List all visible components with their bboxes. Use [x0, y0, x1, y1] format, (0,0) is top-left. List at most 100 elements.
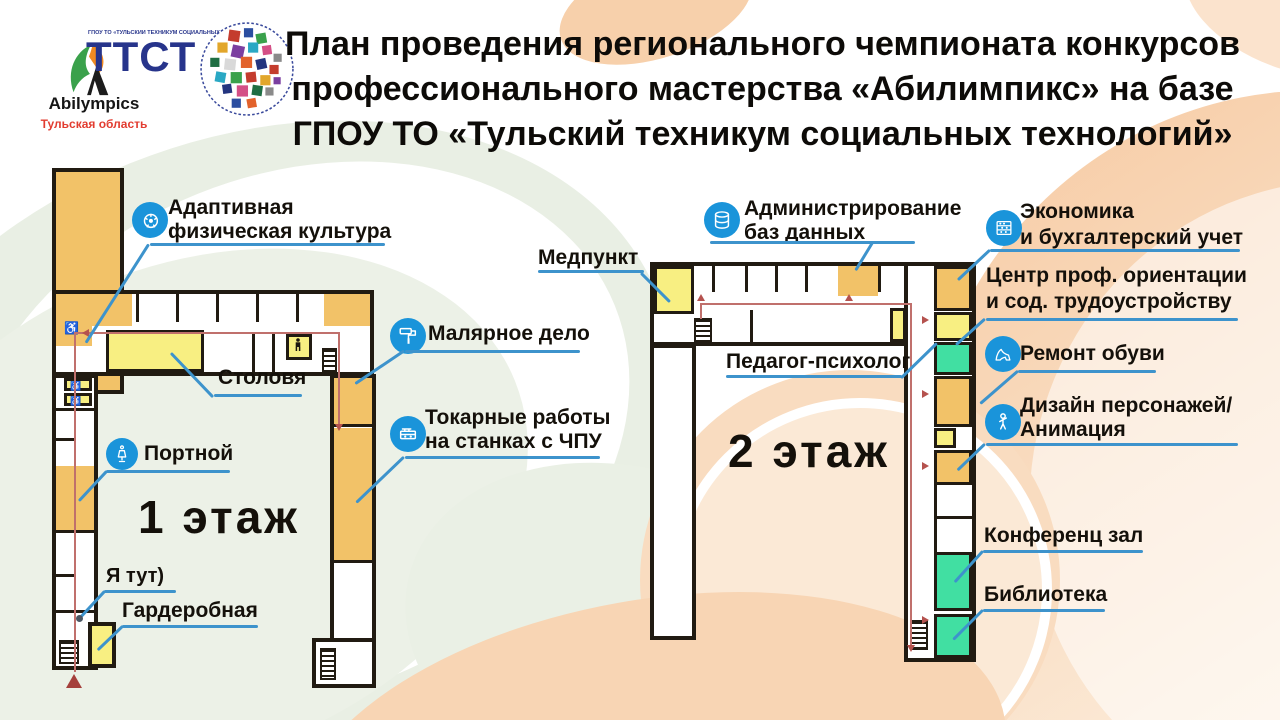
- callout-underline: [405, 456, 600, 459]
- route-arrow: [922, 316, 929, 324]
- ttst-logo-text: ТТСТ: [86, 33, 197, 80]
- callout-underline: [122, 625, 258, 628]
- label-adaptive-line2: физическая культура: [168, 220, 392, 243]
- label-remont: Ремонт обуви: [1020, 342, 1165, 365]
- label-dizayn-line1: Дизайн персонажей/: [1020, 394, 1233, 417]
- callout-underline: [214, 394, 302, 397]
- wall: [334, 560, 372, 563]
- ttst-small-text: ГПОУ ТО «ТУЛЬСКИЙ ТЕХНИКУМ СОЦИАЛЬНЫХ ТЕ…: [88, 30, 258, 36]
- wall: [934, 516, 972, 519]
- label-adaptive-line1: Адаптивная: [168, 196, 294, 219]
- label-malyarnoe: Малярное дело: [428, 322, 590, 345]
- callout-underline: [405, 350, 580, 353]
- callout-underline: [726, 375, 902, 378]
- label-medpunkt: Медпункт: [538, 246, 639, 269]
- wall: [56, 438, 76, 441]
- room-malyarnoe: [334, 378, 372, 424]
- floor1-bottom-ext: [312, 638, 376, 688]
- small-cell: [934, 428, 956, 448]
- wall: [176, 294, 179, 322]
- route-line: [338, 332, 340, 424]
- title-line-1: План проведения регионального чемпионата…: [285, 25, 1240, 63]
- room-admin-bd: [838, 266, 878, 296]
- callout-underline: [104, 590, 176, 593]
- database-icon: [704, 202, 740, 238]
- stairs: [59, 640, 79, 664]
- wing1-wc-cell: [286, 334, 312, 360]
- route-arrow: [335, 424, 343, 431]
- floor1-right-strip: [330, 374, 376, 642]
- wall: [805, 266, 808, 292]
- callout-underline: [986, 318, 1238, 321]
- label-admin-line1: Администрирование: [744, 197, 962, 220]
- lathe-machine-icon: [390, 416, 426, 452]
- label-tokarnye-line1: Токарные работы: [425, 406, 611, 429]
- stairs: [694, 318, 712, 342]
- callout-underline: [986, 443, 1238, 446]
- abacus-icon: [986, 210, 1022, 246]
- wheelchair-icon: ♿: [64, 321, 79, 335]
- route-arrow: [922, 390, 929, 398]
- floor2-title: 2 этаж: [728, 425, 890, 477]
- wall: [745, 266, 748, 292]
- person-icon: [295, 338, 301, 351]
- wall: [712, 266, 715, 292]
- floor1-title: 1 этаж: [138, 491, 300, 543]
- wc-cell-2: [64, 393, 92, 406]
- route-arrow: [922, 616, 929, 624]
- route-line: [74, 332, 76, 672]
- route-arrow: [922, 462, 929, 470]
- wall: [296, 294, 299, 322]
- character-icon: [985, 404, 1021, 440]
- route-arrow: [907, 645, 915, 652]
- route-arrow: [697, 294, 705, 301]
- label-biblioteka: Библиотека: [984, 583, 1108, 606]
- room-dizayn-upper: [934, 376, 972, 427]
- stairs: [322, 348, 337, 372]
- route-arrow: [845, 294, 853, 301]
- abilympics-logo-text: Abilympics: [48, 94, 140, 113]
- route-line: [700, 303, 702, 319]
- sports-ball-icon: [132, 202, 168, 238]
- route-line: [74, 332, 340, 334]
- paint-roller-icon: [390, 318, 426, 354]
- slide-title: План проведения регионального чемпионата…: [275, 22, 1250, 157]
- label-centr-line1: Центр проф. ориентации: [986, 264, 1247, 287]
- label-ekonomika-line2: и бухгалтерский учет: [1020, 226, 1244, 249]
- entrance-marker: [66, 674, 82, 688]
- wall: [216, 294, 219, 322]
- label-tokarnye-line2: на станках с ЧПУ: [425, 430, 602, 453]
- floor2-left-strip: [650, 344, 696, 640]
- wall: [750, 310, 753, 342]
- callout-underline: [106, 470, 230, 473]
- callout-underline: [983, 550, 1143, 553]
- wall: [256, 294, 259, 322]
- label-portnoy: Портной: [144, 442, 234, 465]
- wc-cell-1: [64, 378, 92, 391]
- wall: [775, 266, 778, 292]
- wall: [334, 424, 372, 427]
- route-line: [700, 303, 912, 305]
- callout-underline: [710, 241, 915, 244]
- callout-underline: [1018, 370, 1156, 373]
- wing1-corner-cell: [324, 294, 370, 326]
- callout-underline: [990, 249, 1240, 252]
- label-stolovya: Столовя: [218, 366, 307, 389]
- title-line-2: профессионального мастерства «Абилимпикс…: [291, 70, 1234, 108]
- wall: [934, 485, 937, 552]
- room-konferenc: [934, 552, 972, 611]
- mannequin-icon: [106, 438, 138, 470]
- room-remont-obuvi: [934, 342, 972, 375]
- wing1-orange-cell: [90, 294, 132, 326]
- label-ya-tut: Я тут): [106, 565, 165, 587]
- callout-underline: [150, 243, 385, 246]
- label-dizayn-line2: Анимация: [1020, 418, 1126, 441]
- wall: [878, 266, 881, 292]
- abilympics-region-text: Тульская область: [40, 117, 148, 131]
- wall: [136, 294, 139, 322]
- you-are-here-dot: [76, 615, 83, 622]
- route-line: [910, 303, 912, 647]
- route-arrow: [82, 329, 89, 337]
- room-stolovaya: [106, 330, 204, 372]
- label-konferenc: Конференц зал: [984, 524, 1144, 547]
